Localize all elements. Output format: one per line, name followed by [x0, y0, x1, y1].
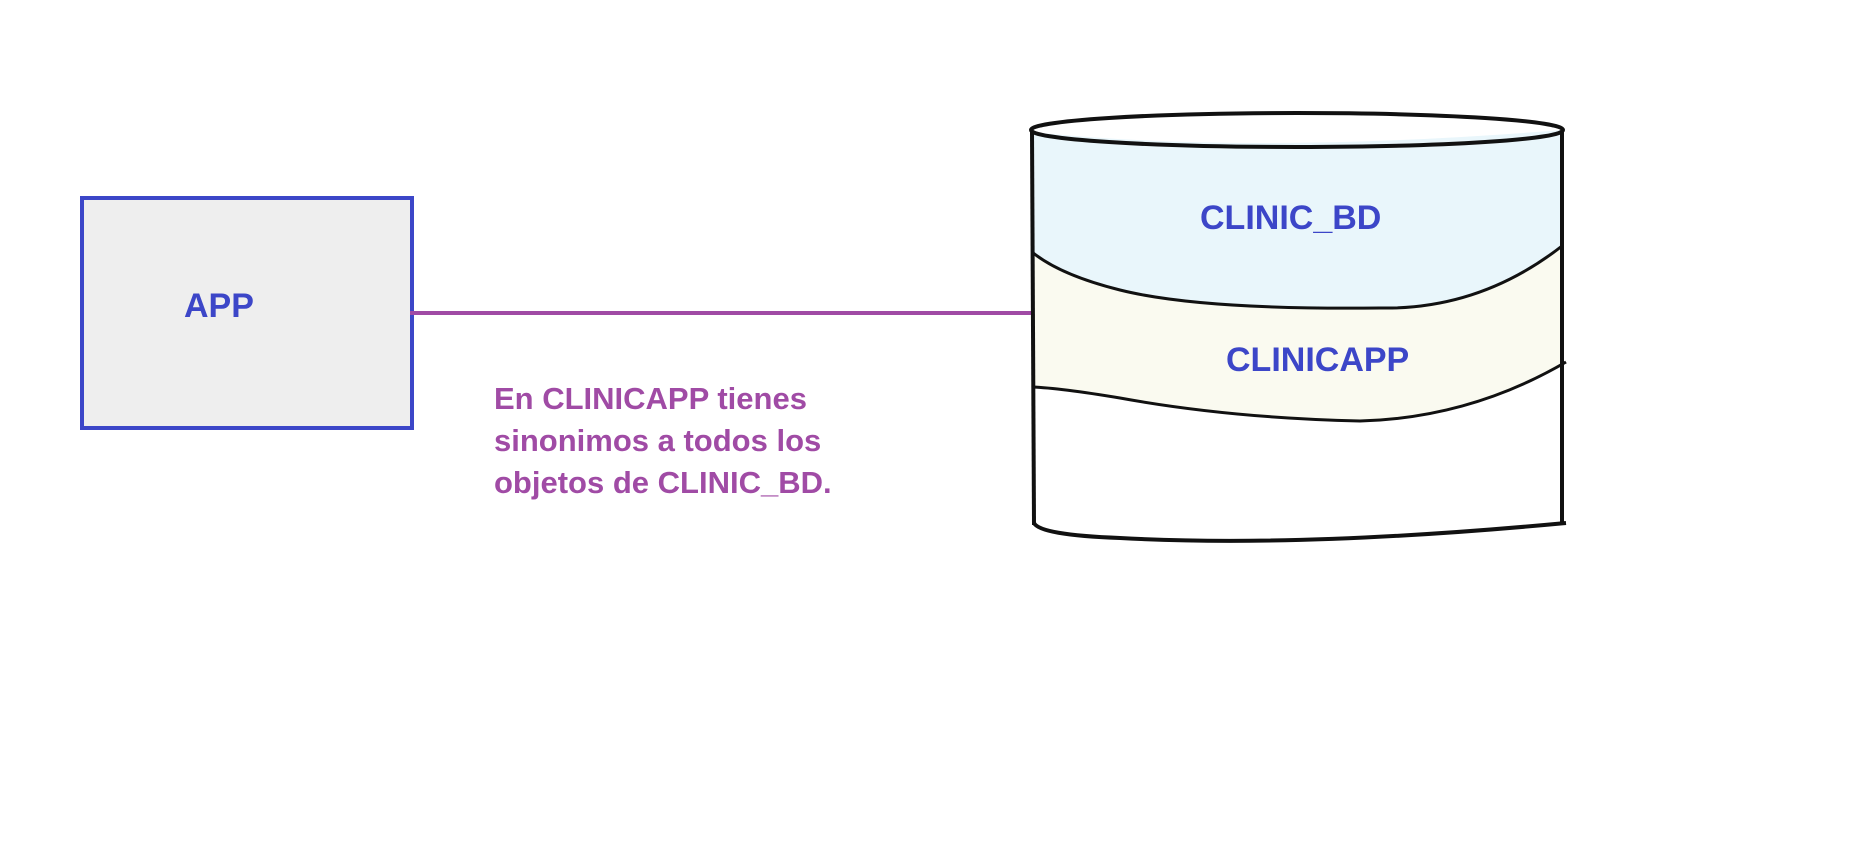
- db-layer-clinicapp: [1032, 246, 1562, 421]
- note-line-2: sinonimos a todos los: [494, 423, 822, 458]
- db-layer-label-clinic-bd: CLINIC_BD: [1200, 199, 1382, 237]
- db-layer-label-clinicapp: CLINICAPP: [1226, 341, 1410, 379]
- db-bottom-curve: [1032, 521, 1567, 543]
- app-box: [80, 196, 414, 430]
- note-line-1: En CLINICAPP tienes: [494, 381, 807, 416]
- app-label: APP: [184, 287, 254, 325]
- db-divider-1: [1031, 244, 1563, 310]
- db-top-ellipse: [1029, 111, 1565, 149]
- synonyms-note: En CLINICAPP tienes sinonimos a todos lo…: [494, 378, 832, 504]
- db-layer-empty: [1032, 366, 1562, 543]
- db-cylinder-outline: [1029, 111, 1567, 543]
- note-line-3: objetos de CLINIC_BD.: [494, 465, 832, 500]
- db-left-edge: [1030, 131, 1036, 526]
- db-layer-clinic-bd: [1032, 130, 1562, 309]
- db-divider-2: [1031, 360, 1567, 423]
